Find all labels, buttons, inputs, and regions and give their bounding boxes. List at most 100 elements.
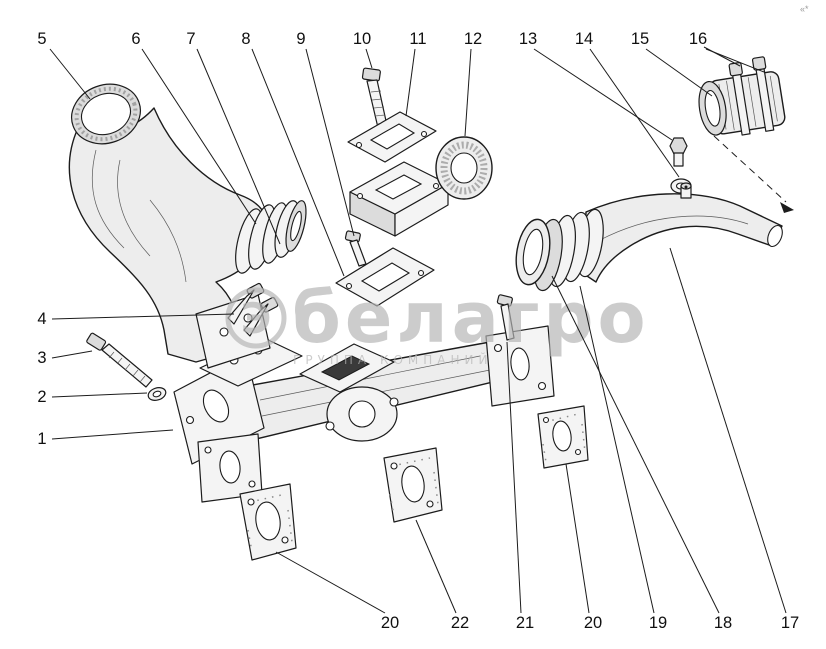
- seal-ring-bore: [450, 152, 478, 184]
- right-flange-bolt-hole: [537, 381, 547, 391]
- part-washer-2: [147, 387, 167, 401]
- part-gasket-20-left: [239, 483, 297, 561]
- leader-line-13-8-0: [533, 48, 673, 141]
- leader-line-21-18-0: [506, 341, 522, 614]
- part-bolt-21: [496, 294, 515, 341]
- pipe-inlet-bore: [522, 228, 544, 276]
- part-elbow-pipe: [68, 83, 269, 363]
- flange-bolt-hole: [432, 182, 440, 190]
- gasket-bolt-hole: [390, 462, 398, 470]
- bolt-threads: [370, 90, 387, 125]
- leader-line-6-1-0: [141, 48, 257, 225]
- corner-mark: «*: [800, 4, 809, 14]
- leader-line-18-21-0: [551, 275, 720, 614]
- elbow-rim-ribs: [74, 86, 138, 142]
- part-gasket-22: [383, 447, 443, 523]
- leader-line-4-12-0: [51, 313, 235, 320]
- foot-flange-port: [219, 450, 241, 484]
- callout-label-7-2: 7: [186, 30, 195, 48]
- callout-label-3-13: 3: [37, 349, 46, 367]
- center-port-opening: [320, 355, 371, 381]
- callout-label-14-9: 14: [575, 30, 593, 48]
- leader-line-1-15-0: [51, 429, 174, 440]
- callout-label-8-3: 8: [241, 30, 250, 48]
- leader-line-8-3-0: [251, 48, 345, 277]
- flange-bolt-hole: [356, 192, 364, 200]
- elbow-flange-hole: [243, 313, 253, 323]
- part-seal-ring-12: [435, 136, 493, 200]
- callout-label-18-21: 18: [714, 614, 732, 632]
- sleeve-bore: [704, 89, 721, 127]
- part-gasket-8: [335, 247, 435, 307]
- gasket-bolt-hole: [281, 536, 289, 544]
- leader-line-2-14-0: [51, 392, 148, 398]
- leader-line-22-17-0: [415, 519, 457, 614]
- sleeve-clamp-lug: [751, 56, 767, 71]
- callout-label-1-15: 1: [37, 430, 46, 448]
- callout-label-4-12: 4: [37, 310, 46, 328]
- leader-line-9-4-0: [305, 48, 355, 237]
- left-flange-bolt-hole: [185, 415, 195, 425]
- callout-label-19-20: 19: [649, 614, 667, 632]
- leader-line-14-9-0: [589, 48, 680, 178]
- leader-line-20-16-0: [275, 551, 386, 614]
- part-connector-sleeve: [698, 56, 786, 136]
- round-flange-bore: [348, 400, 376, 428]
- callout-label-16-11: 16: [689, 30, 707, 48]
- callout-label-13-8: 13: [519, 30, 537, 48]
- part-exhaust-pipe: [515, 182, 783, 292]
- sleeve-clamp-lug: [728, 62, 743, 77]
- gasket-port: [552, 420, 572, 452]
- assembly-direction: [713, 135, 794, 213]
- ring-bore: [290, 210, 302, 242]
- part-bolt-9: [344, 230, 367, 267]
- flange-port: [374, 174, 423, 200]
- gasket-bolt-hole: [247, 498, 255, 506]
- foot-flange-bolt-hole: [204, 446, 212, 454]
- leader-line-12-7-0: [464, 48, 472, 137]
- bolt-shaft: [243, 303, 269, 337]
- assembly-dashed-line: [713, 135, 787, 203]
- gasket-port: [369, 123, 416, 150]
- leader-line-15-10-0: [645, 48, 713, 97]
- callout-label-6-1: 6: [131, 30, 140, 48]
- right-flange-bolt-hole: [493, 343, 503, 353]
- pipe-body: [583, 193, 783, 283]
- round-flange-bolt-hole: [389, 397, 399, 407]
- bolt-shaft: [101, 343, 153, 388]
- leader-line-5-0-0: [49, 48, 91, 100]
- leader-line-11-6-0: [405, 48, 416, 117]
- callout-label-10-5: 10: [353, 30, 371, 48]
- gasket-bolt-hole: [574, 448, 582, 456]
- watermark-logo-letter: Э: [241, 294, 272, 343]
- callout-label-17-22: 17: [781, 614, 799, 632]
- pipe-outlet: [767, 224, 783, 248]
- watermark-brand: белагро: [292, 277, 650, 359]
- right-flange-port: [510, 347, 530, 381]
- left-flange-port: [202, 389, 230, 423]
- gasket-bolt-hole: [355, 141, 363, 149]
- gasket-port: [401, 465, 425, 503]
- elbow-body: [68, 107, 269, 363]
- foot-flange-bolt-hole: [248, 480, 256, 488]
- elbow-opening-bore: [80, 92, 132, 136]
- assembly-arrowhead: [780, 202, 794, 213]
- gasket-bolt-hole: [542, 416, 550, 424]
- leader-line-16-11-1: [705, 48, 765, 73]
- leader-line-17-22-0: [669, 247, 787, 614]
- gasket-bolt-hole: [345, 282, 353, 290]
- leader-line-19-20-0: [579, 285, 655, 614]
- gasket-bolt-hole: [420, 130, 428, 138]
- leader-line-10-5-0: [365, 48, 373, 69]
- part-gasket-11: [347, 111, 437, 163]
- callout-label-9-4: 9: [296, 30, 305, 48]
- leader-line-20-19-0: [565, 463, 590, 614]
- part-outlet-flange-block: [349, 161, 449, 237]
- leader-line-3-13-0: [51, 350, 93, 359]
- callout-label-12-7: 12: [464, 30, 482, 48]
- leader-line-7-2-0: [196, 48, 281, 245]
- callout-label-11-6: 11: [409, 30, 426, 48]
- pipe-union-rings: [515, 208, 604, 292]
- callout-label-5-0: 5: [37, 30, 46, 48]
